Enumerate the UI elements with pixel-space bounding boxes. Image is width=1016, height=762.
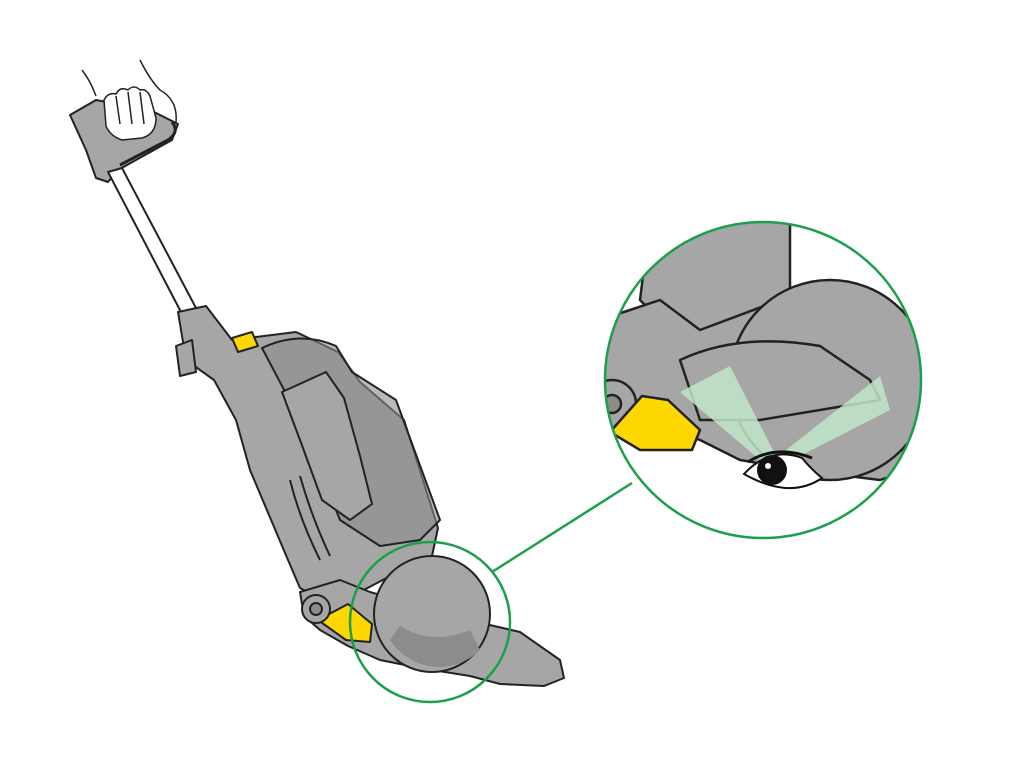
rear-wheel-hub xyxy=(309,602,323,616)
callout-large-circle xyxy=(603,220,923,540)
hose xyxy=(289,475,331,561)
wand-tube xyxy=(107,167,197,315)
vacuum-cleaner-icon xyxy=(69,99,565,687)
sightline-right xyxy=(786,376,890,456)
callout-connector xyxy=(491,481,633,574)
ball-wheel-shadow xyxy=(390,626,480,667)
hand-icon xyxy=(81,59,177,141)
zoom-yellow-lever xyxy=(608,394,702,452)
yellow-collar xyxy=(231,331,259,353)
sightline-left xyxy=(680,366,776,460)
callout-small-circle xyxy=(348,540,512,704)
handle-loop xyxy=(119,121,177,167)
yellow-lever xyxy=(317,603,373,643)
eye-icon xyxy=(742,450,824,489)
cyclone-inner xyxy=(281,371,373,521)
magnifier-callout-icon xyxy=(603,220,923,540)
stand-clip xyxy=(175,339,197,377)
